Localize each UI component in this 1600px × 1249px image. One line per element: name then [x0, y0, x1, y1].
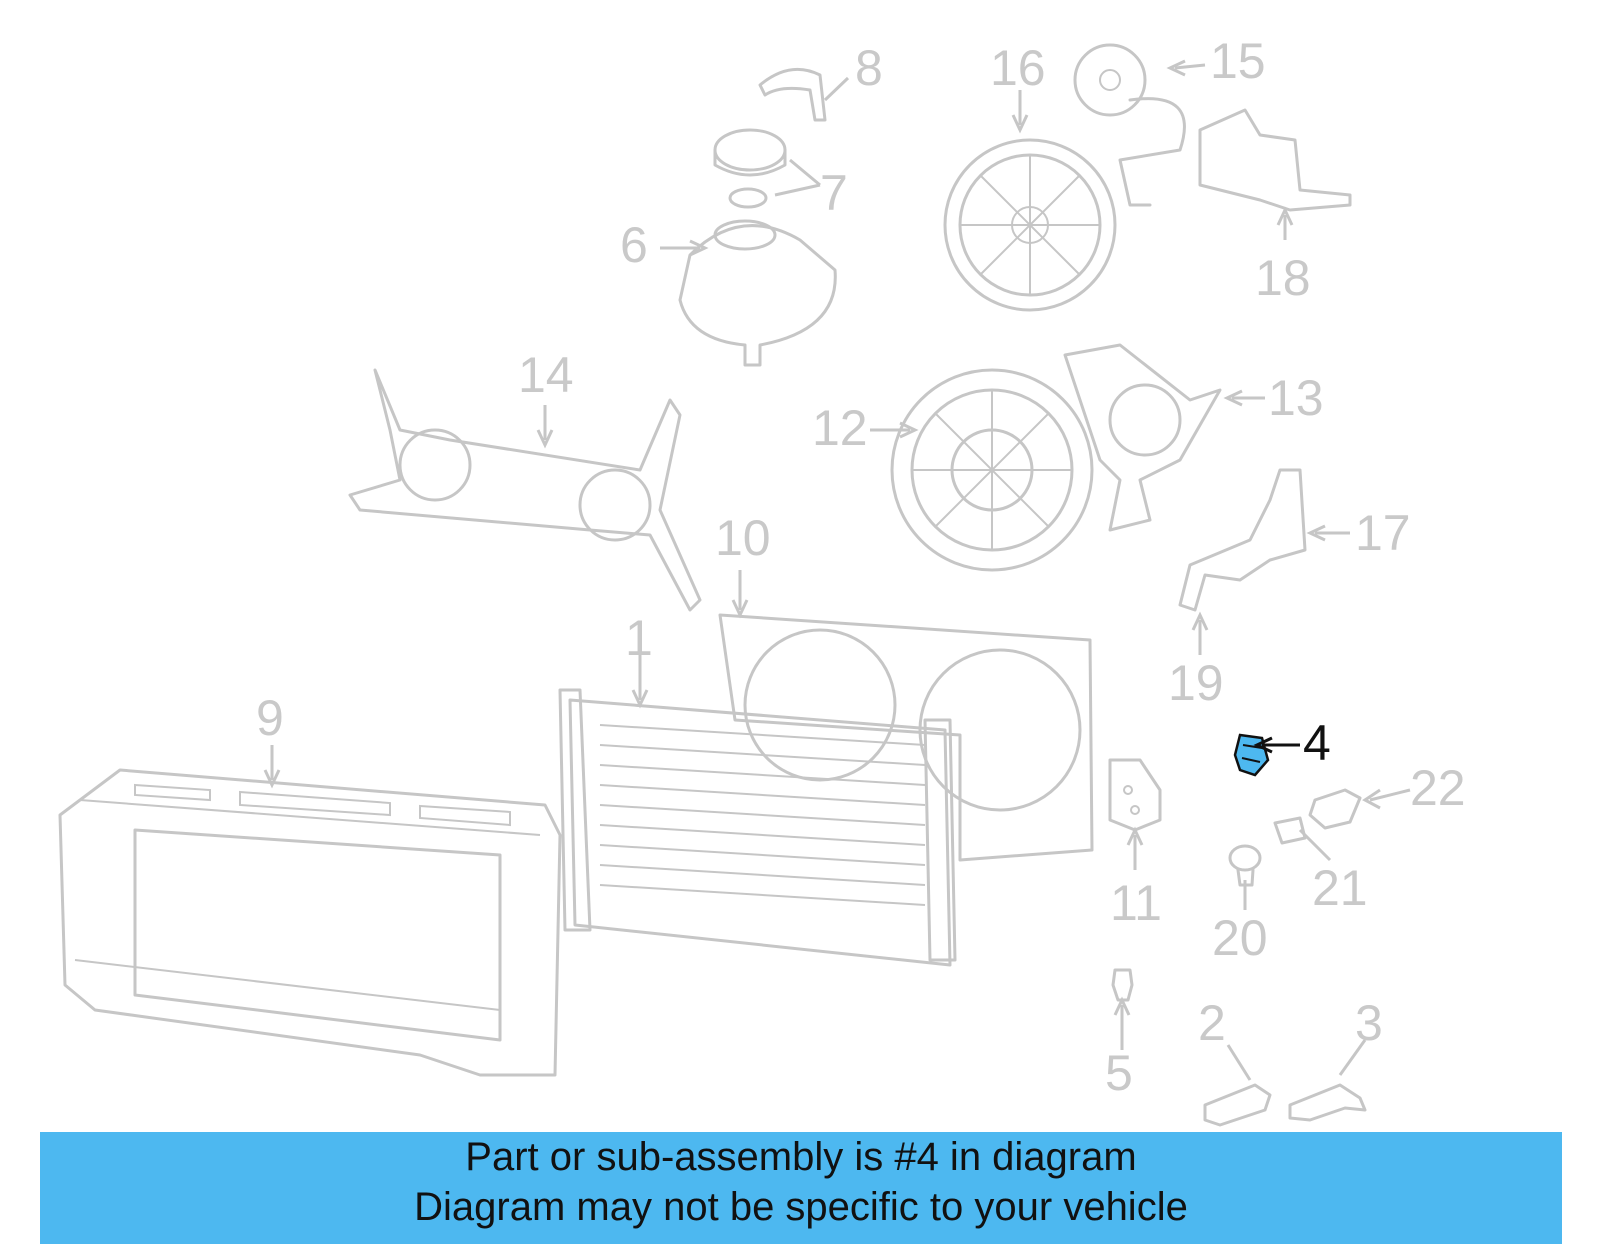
- label-4: 4: [1303, 715, 1331, 771]
- part-17-bracket: [1178, 468, 1307, 612]
- part-5-clip: [1111, 968, 1134, 1002]
- label-2: 2: [1198, 995, 1226, 1051]
- part-2-hose: [1203, 1083, 1272, 1127]
- part-3-hose: [1288, 1083, 1367, 1122]
- part-7-cap: [713, 128, 787, 209]
- label-21: 21: [1312, 860, 1368, 916]
- label-3: 3: [1355, 995, 1383, 1051]
- label-13: 13: [1268, 370, 1324, 426]
- label-19: 19: [1168, 655, 1224, 711]
- banner-line-1: Part or sub-assembly is #4 in diagram: [465, 1135, 1137, 1179]
- label-15: 15: [1210, 33, 1266, 89]
- label-18: 18: [1255, 250, 1311, 306]
- part-8-clip: [758, 67, 827, 122]
- part-16-fan: [943, 138, 1117, 312]
- label-17: 17: [1355, 505, 1411, 561]
- part-9-front-support: [58, 768, 562, 1077]
- leader-lines: [263, 59, 1411, 1081]
- part-21-switch: [1273, 816, 1307, 845]
- part-12-fan-assembly: [890, 368, 1094, 572]
- label-14: 14: [518, 347, 574, 403]
- part-18-bracket: [1198, 108, 1352, 212]
- label-1: 1: [625, 610, 653, 666]
- part-15-motor: [1073, 43, 1186, 207]
- part-14-brace: [348, 368, 702, 612]
- part-10-fan-shroud: [718, 613, 1094, 862]
- label-16: 16: [990, 40, 1046, 96]
- label-6: 6: [620, 217, 648, 273]
- part-13-ring-bracket: [1063, 343, 1222, 532]
- banner-line-2: Diagram may not be specific to your vehi…: [414, 1185, 1188, 1229]
- part-11-bracket: [1108, 758, 1162, 832]
- part-1-radiator: [558, 688, 957, 967]
- label-8: 8: [855, 40, 883, 96]
- info-banner: Part or sub-assembly is #4 in diagram Di…: [40, 1132, 1562, 1244]
- label-9: 9: [256, 690, 284, 746]
- label-20: 20: [1212, 910, 1268, 966]
- label-22: 22: [1410, 760, 1466, 816]
- part-6-expansion-tank: [678, 219, 837, 367]
- label-7: 7: [820, 165, 848, 221]
- label-11: 11: [1110, 875, 1162, 931]
- part-20-thermo-switch: [1228, 844, 1262, 887]
- label-10: 10: [715, 510, 771, 566]
- label-5: 5: [1105, 1045, 1133, 1101]
- label-12: 12: [812, 400, 868, 456]
- part-22-sensor: [1308, 788, 1362, 830]
